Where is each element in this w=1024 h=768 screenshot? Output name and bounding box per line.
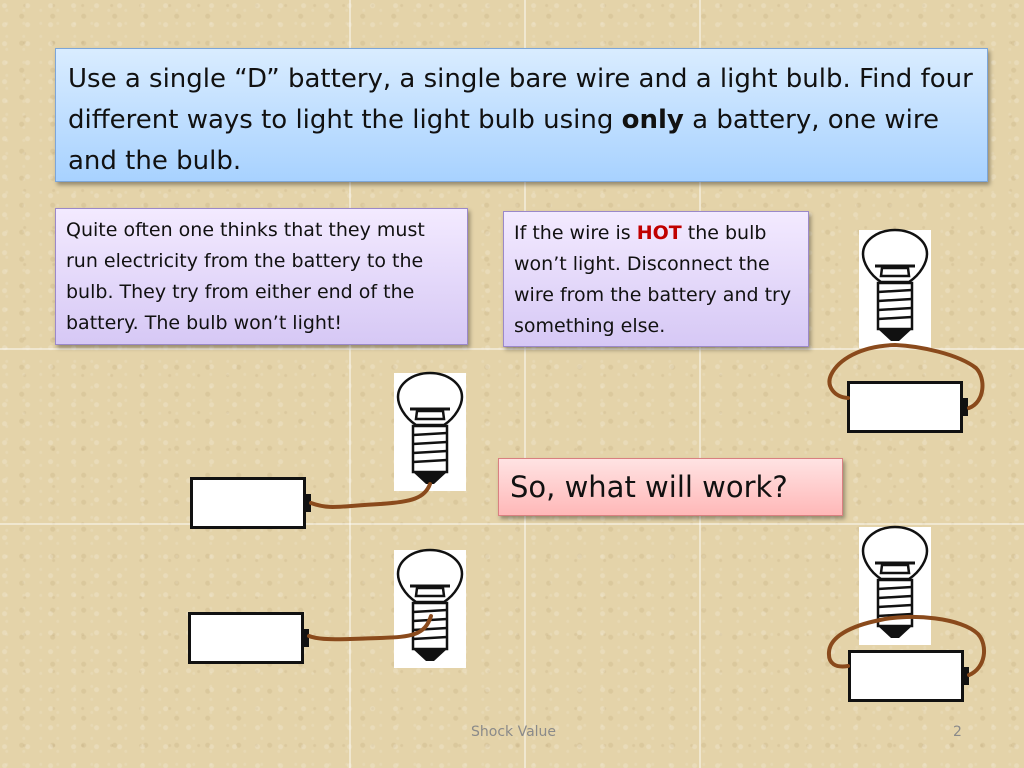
instruction-emphasis: only [621,105,684,135]
circuit-2 [188,548,468,670]
battery [848,650,971,702]
hot-wire-note: If the wire is HOT the bulb won’t light.… [503,211,809,347]
background-gridline [524,0,526,768]
wire [826,614,987,677]
question-box: So, what will work? [498,458,843,516]
wire [307,614,433,642]
background-gridline [0,348,1024,350]
battery [190,477,313,529]
battery [188,612,311,664]
misconception-note: Quite often one thinks that they must ru… [55,208,468,345]
circuit-4 [826,525,987,702]
question-text: So, what will work? [510,470,788,504]
light-bulb [392,371,468,493]
page-number: 2 [953,724,962,740]
footer-label: Shock Value [471,724,557,740]
light-bulb [857,525,933,647]
wire [309,482,432,509]
circuit-1 [190,371,468,529]
background-gridline [0,523,1024,525]
instruction-text-part1: Use a single “D” battery, a single bare … [68,64,973,135]
background-gridline [349,0,351,768]
instruction-text-part2: a battery, one wire and the bulb. [68,105,940,176]
hot-warning-word: HOT [636,222,682,244]
hot-wire-text-part1: If the wire is [514,222,637,244]
misconception-text: Quite often one thinks that they must ru… [66,219,425,334]
wire [827,342,985,410]
light-bulb [857,228,933,350]
light-bulb [392,548,468,670]
hot-wire-text-part2: the bulb won’t light. Disconnect the wir… [514,222,792,337]
circuit-3 [827,228,985,433]
background-gridline [699,0,701,768]
instruction-box: Use a single “D” battery, a single bare … [55,48,988,182]
battery [847,381,970,433]
